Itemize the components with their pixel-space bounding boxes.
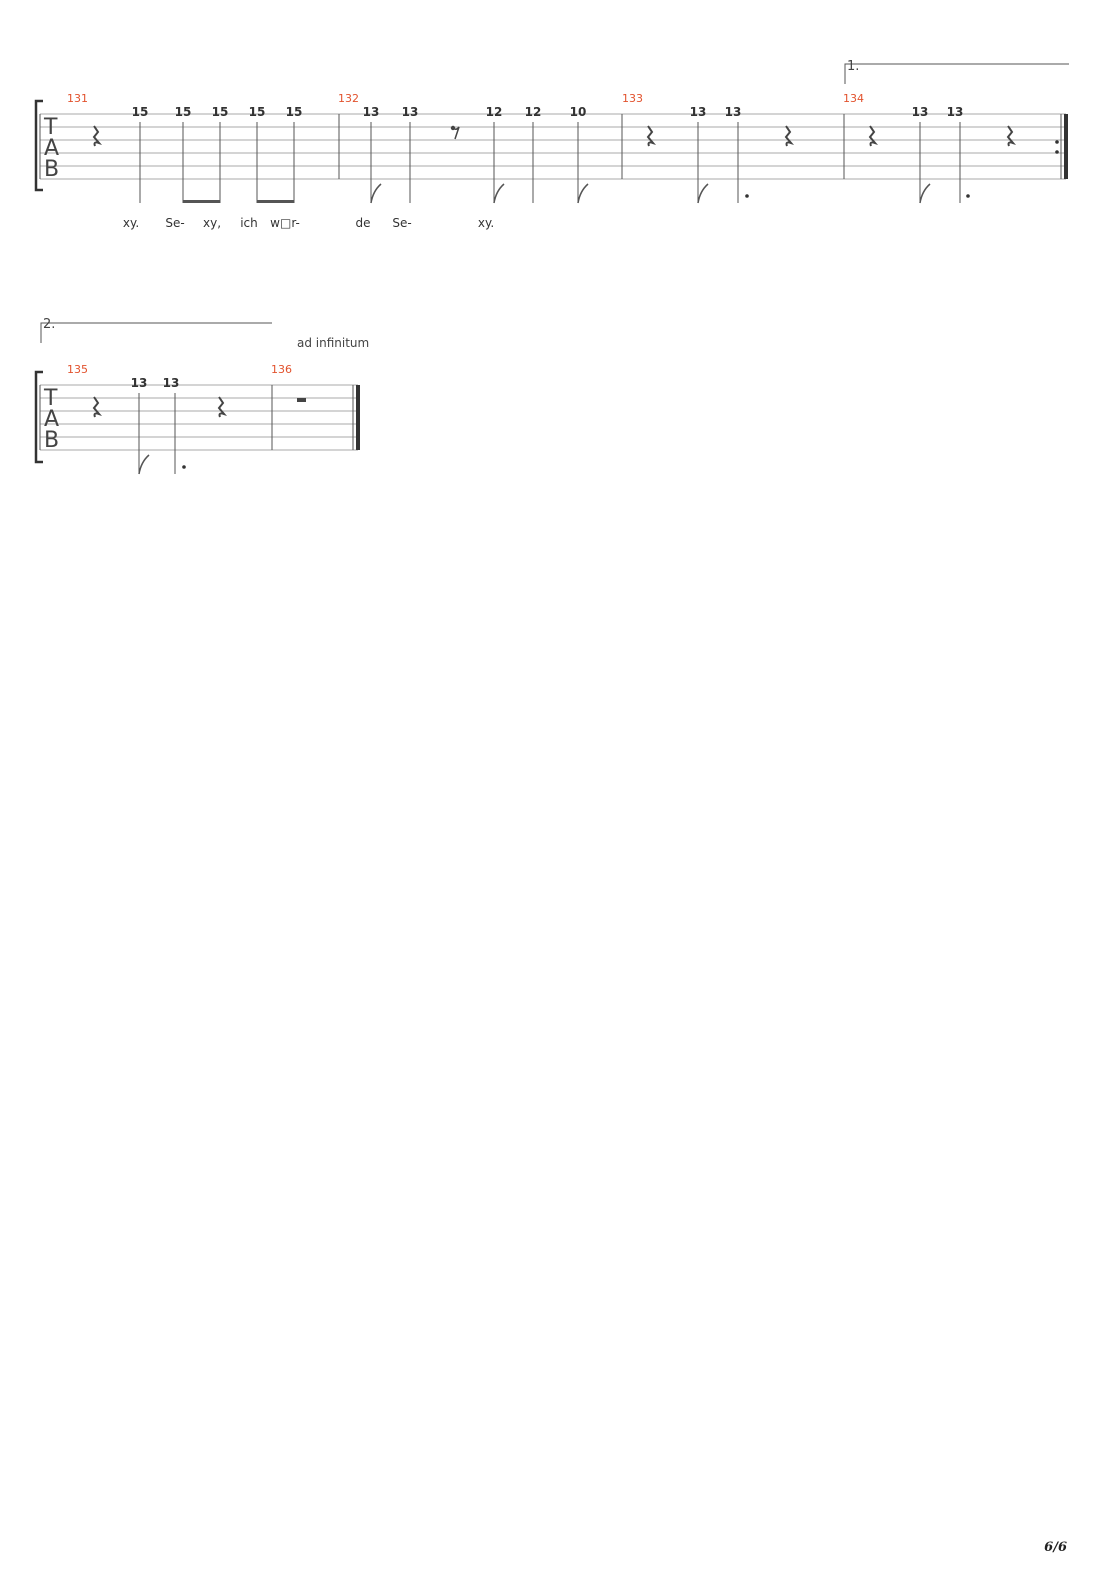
fret-number: 15 [249, 105, 266, 119]
tab-letter-b: B [44, 157, 59, 182]
volta-2-bracket: 2. [40, 317, 272, 343]
fret-number: 15 [212, 105, 229, 119]
beam [183, 200, 220, 203]
ad-infinitum-annotation: ad infinitum [297, 336, 369, 350]
tab-letter-a: A [44, 136, 59, 161]
lyric-syllable: xy. [478, 216, 494, 230]
tab-letter-t: T [43, 386, 58, 411]
fret-number: 13 [163, 376, 180, 390]
fret-number: 13 [690, 105, 707, 119]
tab-clef: T A B [43, 115, 59, 182]
quarter-rest [868, 125, 879, 147]
fret-numbers: 13 13 [131, 376, 180, 390]
fret-number: 13 [131, 376, 148, 390]
fret-number: 15 [286, 105, 303, 119]
lyric-syllable: xy, [203, 216, 221, 230]
fret-number: 12 [525, 105, 542, 119]
lyric-syllable: ich [240, 216, 258, 230]
fret-number: 13 [912, 105, 929, 119]
measure-number-132: 132 [338, 92, 359, 105]
quarter-rest [1006, 125, 1017, 147]
lyric-syllable: Se- [392, 216, 411, 230]
lyric-syllable: xy. [123, 216, 139, 230]
fret-number: 13 [947, 105, 964, 119]
tab-staff [40, 113, 1066, 180]
augmentation-dot [182, 465, 186, 469]
measure-number-131: 131 [67, 92, 88, 105]
quarter-rest [646, 125, 657, 147]
final-barline-thick [356, 385, 360, 450]
fret-number: 10 [570, 105, 587, 119]
measure-number-135: 135 [67, 363, 88, 376]
tab-letter-b: B [44, 428, 59, 453]
system-bracket [34, 370, 43, 464]
measure-number-134: 134 [843, 92, 864, 105]
volta-2-label: 2. [43, 317, 55, 332]
page-number: 6/6 [1044, 1540, 1067, 1555]
fret-number: 13 [363, 105, 380, 119]
final-barline-thick [1064, 114, 1068, 179]
beam [257, 200, 294, 203]
tab-letter-t: T [43, 115, 58, 140]
fret-number: 15 [175, 105, 192, 119]
tab-staff [40, 384, 358, 451]
note-stems [139, 122, 961, 203]
fret-number: 12 [486, 105, 503, 119]
fret-numbers: 15 15 15 15 15 13 13 12 12 10 13 13 13 1… [132, 105, 964, 119]
fret-number: 13 [402, 105, 419, 119]
quarter-rest [92, 125, 103, 147]
eighth-flags [370, 183, 931, 204]
eighth-rest [450, 125, 460, 140]
repeat-dot [1055, 140, 1059, 144]
system-2: 2. ad infinitum T A B 135 136 13 13 [34, 317, 369, 475]
tab-letter-a: A [44, 407, 59, 432]
quarter-rest [217, 396, 228, 418]
measure-number-133: 133 [622, 92, 643, 105]
barlines [39, 114, 1062, 179]
lyric-syllable: w□r- [270, 216, 300, 230]
note-stems [138, 393, 176, 474]
fret-number: 15 [132, 105, 149, 119]
system-1: 1. T A B 131 [34, 59, 1069, 230]
fret-number: 13 [725, 105, 742, 119]
eighth-flag [138, 454, 150, 475]
measure-number-136: 136 [271, 363, 292, 376]
quarter-rest [92, 396, 103, 418]
volta-1-label: 1. [847, 59, 859, 74]
lyrics: xy. Se- xy, ich w□r- de Se- xy. [123, 216, 494, 230]
system-bracket [34, 99, 43, 192]
lyric-syllable: de [356, 216, 371, 230]
augmentation-dot [966, 194, 970, 198]
half-rest [297, 398, 306, 402]
repeat-dot [1055, 150, 1059, 154]
augmentation-dot [745, 194, 749, 198]
volta-1-bracket: 1. [844, 59, 1069, 84]
rests [92, 125, 1017, 147]
tab-clef: T A B [43, 386, 59, 453]
lyric-syllable: Se- [165, 216, 184, 230]
quarter-rest [784, 125, 795, 147]
barlines [39, 385, 354, 450]
rests [92, 396, 306, 418]
